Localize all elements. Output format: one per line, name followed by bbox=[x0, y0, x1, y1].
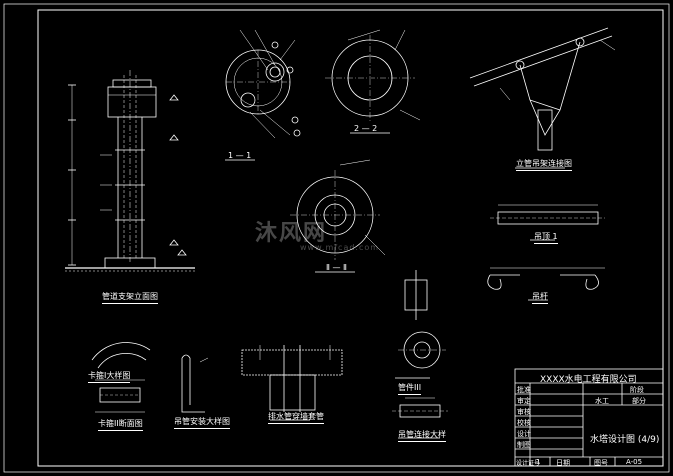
caption-section-1: 1 — 1 bbox=[228, 151, 252, 160]
title-block-drawing-no-label: 图号 bbox=[594, 459, 608, 467]
tower-elevation bbox=[65, 70, 195, 272]
pipe-fitting-view bbox=[392, 270, 448, 439]
title-block-cert-no: 1 bbox=[536, 458, 541, 466]
caption-plan: 2 — 2 bbox=[354, 124, 378, 133]
plan-view-top bbox=[325, 29, 421, 134]
caption-detail-c: 吊管安装大样图 bbox=[174, 416, 230, 429]
caption-bracket-1: 吊顶 1 bbox=[534, 231, 558, 244]
clamp-detail bbox=[91, 342, 151, 413]
title-block-cert-label: 设计证号 bbox=[516, 460, 541, 467]
title-block-row-draw: 制图 bbox=[517, 441, 531, 449]
caption-elevation: 管道支架立面图 bbox=[102, 291, 158, 304]
hanger-rod-detail bbox=[181, 354, 209, 413]
section-2-2-view bbox=[290, 159, 386, 273]
title-block-drawing-title: 水塔设计图 (4/9) bbox=[590, 435, 660, 445]
caption-connection: 立管吊架连接图 bbox=[516, 158, 572, 171]
watermark-url: www.mfcad.com bbox=[300, 243, 380, 252]
caption-section-2: Ⅱ — Ⅱ bbox=[326, 263, 347, 272]
title-block-stage-label: 阶段 bbox=[630, 386, 644, 394]
title-block-row-approve: 批准 bbox=[517, 386, 531, 394]
title-block-date-label: 日期 bbox=[556, 459, 570, 467]
caption-detail-f: 吊管连接大样 bbox=[398, 429, 446, 442]
title-block-drawing-no: A-05 bbox=[626, 458, 643, 466]
title-block-row-check: 校核 bbox=[517, 419, 531, 427]
outer-border bbox=[3, 3, 670, 473]
connection-detail bbox=[469, 27, 616, 169]
caption-bracket-2: 吊杆 bbox=[532, 291, 548, 304]
inner-border bbox=[37, 9, 664, 467]
title-block-discipline-label: 水工 bbox=[595, 397, 609, 405]
watermark-brand: 沐风网 bbox=[255, 221, 328, 246]
title-block-discipline-value: 部分 bbox=[632, 397, 646, 405]
caption-detail-d: 排水管穿墙套管 bbox=[268, 411, 324, 424]
title-block-row-design: 设计 bbox=[517, 430, 531, 438]
title-block-row-review: 审核 bbox=[517, 408, 531, 416]
caption-detail-a: 卡箍I大样图 bbox=[88, 370, 131, 383]
section-1-1-view bbox=[225, 29, 301, 161]
caption-detail-b: 卡箍II断面图 bbox=[98, 418, 143, 431]
wall-sleeve-detail bbox=[241, 345, 343, 421]
title-block-row-examine: 审定 bbox=[517, 397, 531, 405]
bracket-detail-2 bbox=[487, 267, 605, 301]
title-block bbox=[514, 368, 664, 467]
title-block-company: XXXX水电工程有限公司 bbox=[540, 375, 637, 385]
caption-detail-e: 管件III bbox=[398, 382, 422, 395]
bracket-detail-1 bbox=[490, 204, 605, 241]
